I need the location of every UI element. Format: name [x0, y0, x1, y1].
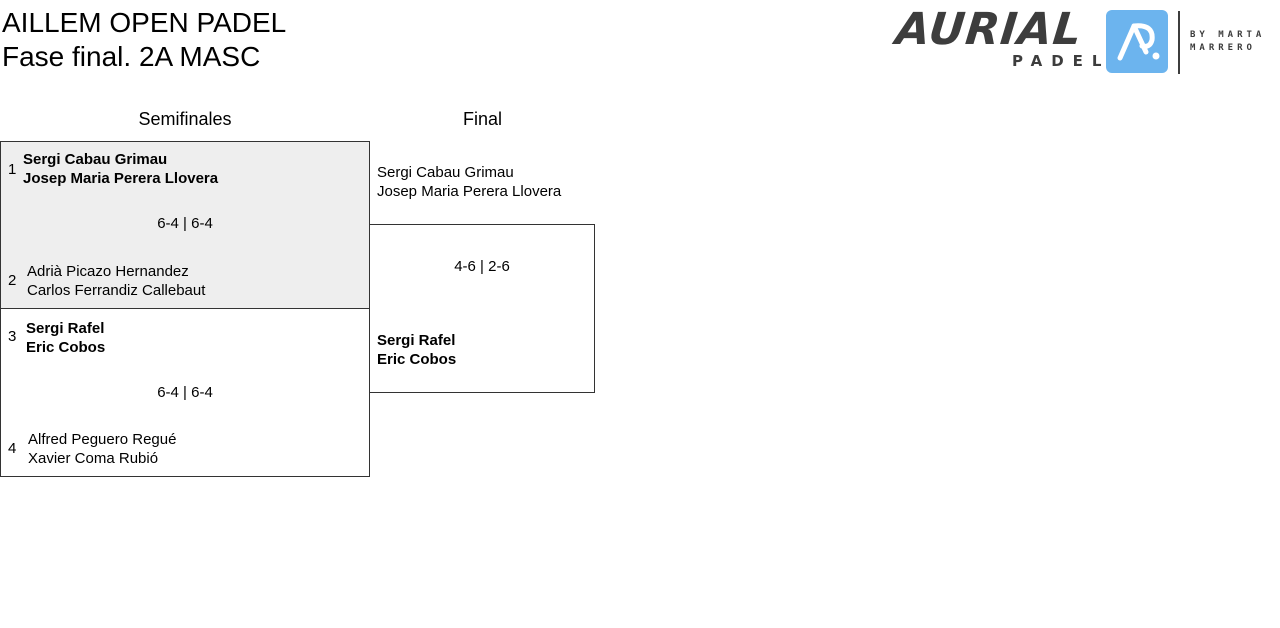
tournament-title: AILLEM OPEN PADEL: [2, 7, 287, 38]
seed: 2: [8, 272, 17, 289]
player: Sergi Cabau Grimau: [377, 164, 514, 181]
player: Carlos Ferrandiz Callebaut: [27, 282, 206, 299]
player: Josep Maria Perera Llovera: [377, 183, 562, 200]
player: Sergi Rafel: [377, 332, 456, 349]
logo-sub: PADEL: [1012, 52, 1111, 70]
logo-divider: [1178, 11, 1180, 74]
player: Eric Cobos: [26, 339, 106, 356]
player: Eric Cobos: [377, 351, 457, 368]
player: Sergi Cabau Grimau: [23, 151, 168, 168]
round-heading-final: Final: [462, 109, 502, 129]
logo-by-line1: BY MARTA: [1190, 30, 1266, 40]
round-heading-semis: Semifinales: [138, 109, 232, 129]
logo-by-line2: MARRERO: [1190, 43, 1256, 53]
player: Alfred Peguero Regué: [28, 431, 177, 448]
match-score: 4-6 | 2-6: [454, 258, 510, 275]
player: Adrià Picazo Hernandez: [27, 263, 189, 280]
seed: 4: [8, 440, 17, 457]
seed: 1: [8, 161, 17, 178]
logo-brand: AURIAL: [893, 4, 1085, 55]
match-score: 6-4 | 6-4: [157, 215, 213, 232]
logo-by: BY MARTA MARRERO: [1190, 29, 1265, 55]
player: Xavier Coma Rubió: [28, 450, 159, 467]
player: Sergi Rafel: [26, 320, 105, 337]
player: Josep Maria Perera Llovera: [23, 170, 219, 187]
match-score: 6-4 | 6-4: [157, 384, 213, 401]
logo-mark-icon: [1106, 10, 1168, 73]
phase-title: Fase final. 2A MASC: [2, 41, 261, 72]
seed: 3: [8, 328, 17, 345]
